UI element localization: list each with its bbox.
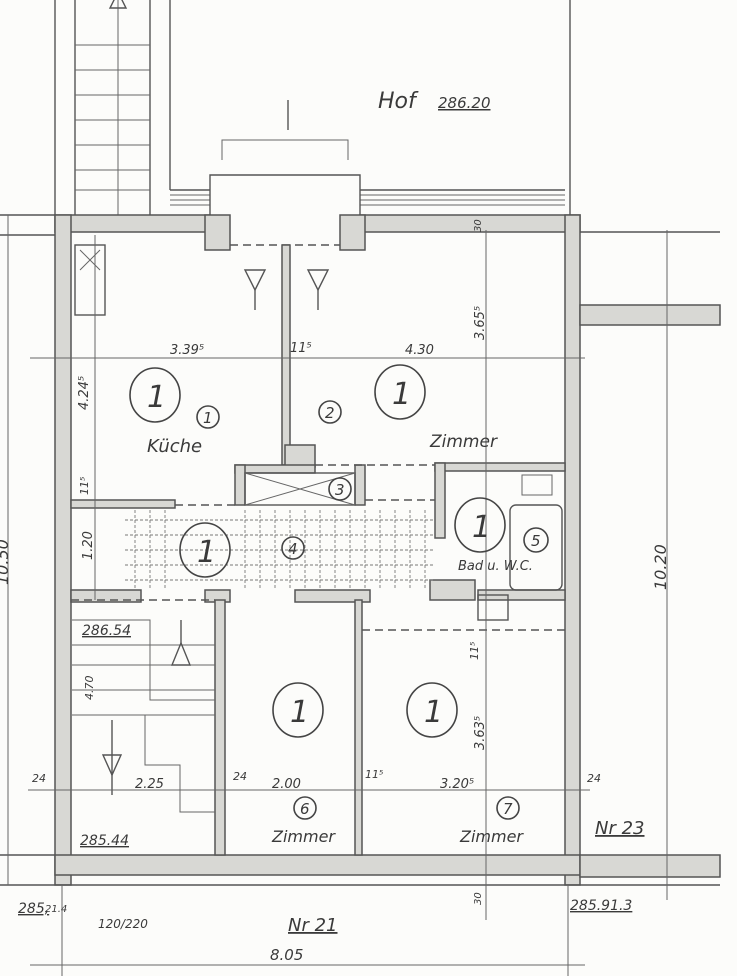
svg-text:10.50: 10.50: [0, 539, 12, 585]
svg-text:30: 30: [473, 892, 484, 905]
room-name-bath: Bad u. W.C.: [458, 559, 533, 574]
arrow-icon: [243, 269, 330, 310]
level-outside-left: 285,: [18, 901, 49, 917]
house-number-right: Nr 23: [595, 818, 645, 839]
svg-text:11⁵: 11⁵: [468, 642, 481, 660]
svg-text:11⁵: 11⁵: [365, 768, 383, 781]
svg-text:30: 30: [473, 219, 484, 232]
svg-text:1.20: 1.20: [81, 531, 96, 560]
svg-text:3.20⁵: 3.20⁵: [440, 777, 474, 792]
room-number-4: 4: [288, 540, 298, 558]
room-name-zimmer-7: Zimmer: [459, 827, 524, 846]
hall-tiles: [125, 510, 435, 590]
svg-text:24: 24: [233, 770, 247, 783]
svg-text:3.63⁵: 3.63⁵: [473, 716, 488, 750]
svg-text:8.05: 8.05: [270, 946, 303, 964]
room-name-zimmer-6: Zimmer: [271, 827, 336, 846]
svg-text:1: 1: [147, 380, 166, 415]
svg-text:4.70: 4.70: [83, 676, 96, 701]
svg-text:120/220: 120/220: [98, 917, 148, 931]
sink: [521, 474, 553, 496]
room-name-kitchen: Küche: [147, 436, 202, 457]
svg-text:4.30: 4.30: [405, 343, 434, 358]
svg-text:2.25: 2.25: [135, 777, 164, 792]
house-number-current: Nr 21: [288, 915, 338, 936]
svg-text:1: 1: [290, 695, 309, 730]
room-number-2: 2: [325, 404, 335, 422]
level-stair-lower: 285.44: [80, 833, 129, 849]
room-number-6: 6: [300, 800, 310, 818]
lower-staircase: [72, 619, 215, 813]
room-name-zimmer-2: Zimmer: [429, 432, 498, 452]
dimension-labels: 3.39⁵ 11⁵ 4.30 3.65⁵ 4.24⁵ 11⁵ 1.20 10.5…: [0, 219, 670, 964]
room-number-1: 1: [203, 409, 213, 427]
svg-text:3.39⁵: 3.39⁵: [170, 343, 204, 358]
svg-text:11⁵: 11⁵: [290, 341, 312, 356]
courtyard-level: 286.20: [438, 94, 491, 112]
svg-text:3.65⁵: 3.65⁵: [473, 306, 488, 340]
level-stair-upper: 286.54: [82, 623, 131, 639]
svg-text:11⁵: 11⁵: [78, 477, 91, 495]
upper-staircase: [54, 0, 571, 215]
level-outside-right: 285.91.3: [570, 898, 632, 914]
svg-text:4.24⁵: 4.24⁵: [77, 376, 92, 410]
courtyard-label: Hof: [378, 89, 419, 114]
svg-text:10.20: 10.20: [651, 544, 670, 590]
svg-text:24: 24: [32, 772, 46, 785]
svg-text:1: 1: [392, 377, 411, 412]
svg-text:1: 1: [424, 695, 443, 730]
bathtub: [509, 504, 563, 591]
interior-walls: [70, 244, 566, 856]
outer-walls: [54, 214, 721, 886]
svg-text:2.00: 2.00: [272, 777, 301, 792]
svg-text:1: 1: [197, 535, 216, 570]
svg-text:21.4: 21.4: [45, 904, 67, 915]
room-number-7: 7: [503, 800, 513, 818]
shaft-3: [244, 472, 356, 506]
svg-text:1: 1: [472, 510, 491, 545]
room-number-3: 3: [335, 481, 345, 499]
room-number-5: 5: [531, 532, 541, 550]
toilet: [477, 594, 509, 621]
svg-text:24: 24: [587, 772, 601, 785]
dimension-lines: [7, 215, 668, 976]
class-markers: 1 1 1 1 1 1: [129, 364, 506, 738]
kitchen-stove: [74, 244, 106, 316]
